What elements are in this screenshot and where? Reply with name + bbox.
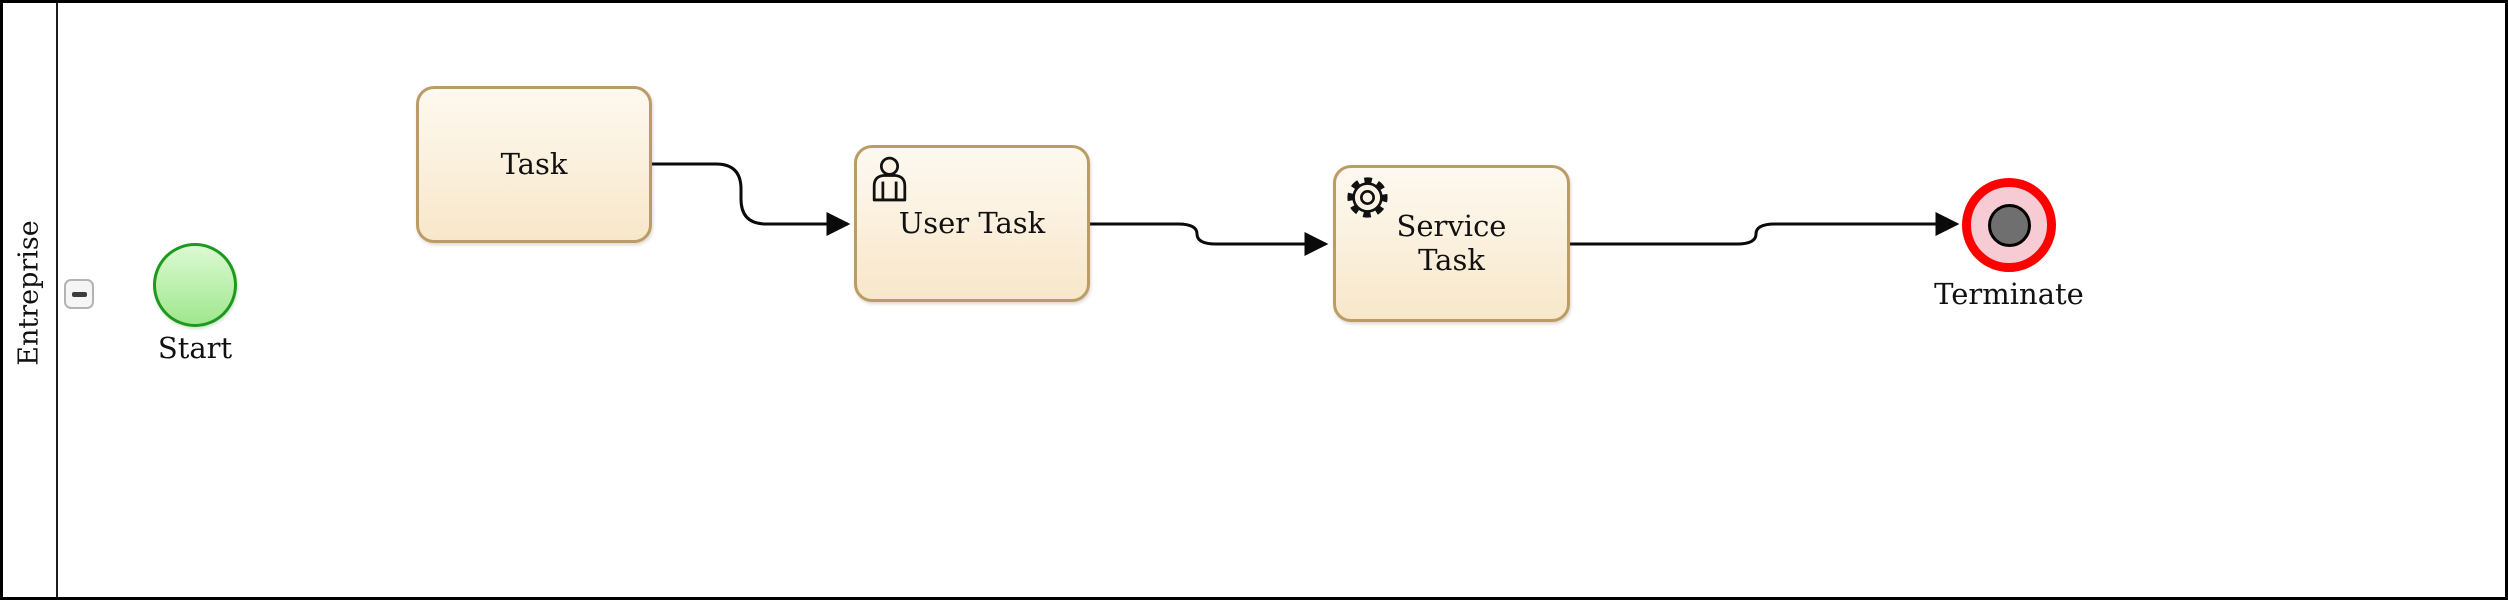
task-node[interactable]: Task [416,86,652,243]
sequence-flow-task-to-user-task[interactable] [652,162,851,236]
task-label: Task [500,146,568,181]
minus-icon [71,291,87,297]
terminate-core-circle [1987,203,2031,247]
terminate-event-label: Terminate [1934,277,2084,311]
pool-label: Entreprise [13,220,45,366]
sequence-flows-layer [652,162,1960,256]
user-task-label: User Task [898,205,1046,240]
service-task-node[interactable]: Service Task [1333,165,1570,322]
terminate-end-event[interactable] [1962,178,2056,272]
sequence-flow-user-task-to-service-task[interactable] [1090,222,1329,256]
pool-header-entreprise[interactable]: Entreprise [3,3,58,597]
gear-icon [1347,177,1388,218]
sequence-flow-service-task-to-terminate[interactable] [1570,212,1960,246]
start-event[interactable] [153,243,237,327]
user-task-node[interactable]: User Task [854,145,1090,302]
person-icon [872,156,907,202]
service-task-label: Service Task [1396,209,1507,277]
start-event-label: Start [157,331,233,365]
collapse-pool-button[interactable] [64,279,94,309]
